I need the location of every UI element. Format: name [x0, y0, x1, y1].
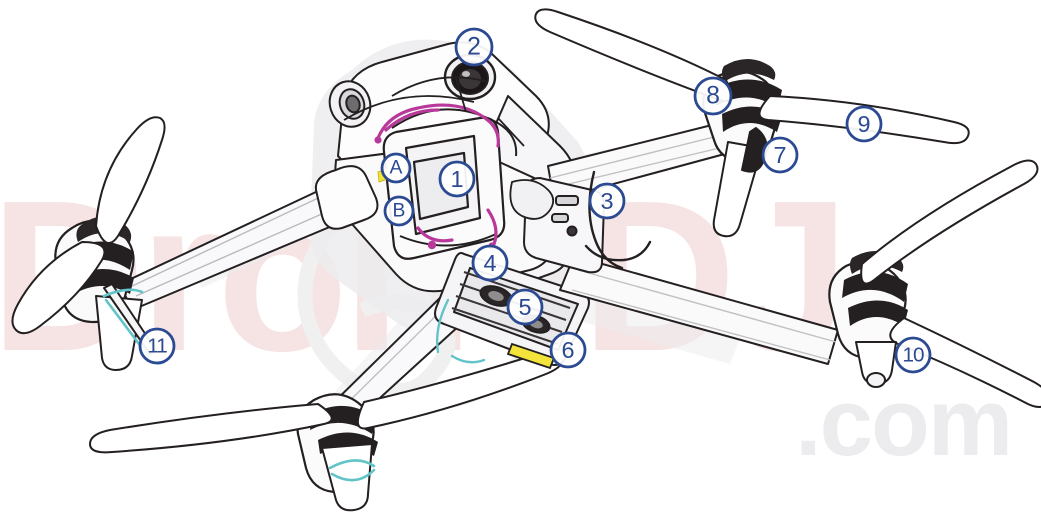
callout-9[interactable]: 9 — [845, 105, 883, 143]
callout-5-label: 5 — [518, 294, 531, 320]
callout-8[interactable]: 8 — [693, 76, 733, 116]
propeller-front-left — [11, 116, 166, 335]
rear-cable-detail — [584, 170, 652, 270]
callout-1-ring — [438, 160, 476, 198]
callout-4[interactable]: 4 — [471, 244, 509, 282]
callout-7-label: 7 — [773, 142, 786, 168]
callout-10-ring — [894, 336, 932, 374]
callout-6-label: 6 — [561, 337, 574, 363]
callout-3-ring — [588, 182, 626, 220]
auxiliary-light-strip — [506, 342, 556, 370]
forward-vision-sensor — [328, 80, 372, 128]
body-seam-lines — [343, 76, 555, 220]
callout-11[interactable]: 11 — [138, 327, 176, 365]
callout-1-label: 1 — [450, 166, 463, 192]
motor-rear-right — [828, 251, 908, 360]
landing-leg-front-right — [712, 127, 768, 238]
top-camera-lens — [443, 53, 497, 101]
watermark-domain: .com — [795, 369, 1011, 476]
callout-6-ring — [549, 331, 587, 369]
arm-rear-right — [559, 255, 839, 365]
callout-9-ring — [845, 105, 883, 143]
teal-highlight-rear-left — [328, 459, 376, 482]
callout-a-ring — [380, 152, 412, 184]
callout-marker-layer: 1 2 3 45 6 7 8 9 10 11 A B — [138, 27, 932, 374]
callout-a-label: A — [390, 158, 403, 179]
callout-9-label: 9 — [857, 111, 870, 137]
callout-4-ring — [471, 244, 509, 282]
callout-5[interactable]: 5 — [506, 288, 544, 326]
callout-10-label: 10 — [902, 344, 924, 367]
callout-6[interactable]: 6 — [549, 331, 587, 369]
teal-highlight-bay — [435, 298, 486, 364]
gimbal-ring — [391, 108, 518, 247]
callout-2-label: 2 — [467, 34, 481, 61]
landing-leg-rear-right — [855, 341, 897, 388]
callout-5-ring — [506, 288, 544, 326]
propeller-rear-left — [89, 350, 564, 454]
callout-11-label: 11 — [147, 335, 167, 358]
callout-4-label: 4 — [483, 250, 496, 276]
callout-b-ring — [383, 195, 415, 227]
callout-8-label: 8 — [706, 83, 720, 110]
propeller-rear-right — [860, 159, 1041, 408]
callout-a[interactable]: A — [380, 152, 412, 184]
callout-2-ring — [454, 27, 494, 67]
callout-b[interactable]: B — [383, 195, 415, 227]
arm-front-left — [119, 165, 379, 311]
callout-2[interactable]: 2 — [454, 27, 494, 67]
callout-3-label: 3 — [600, 188, 613, 214]
callout-7-ring — [761, 136, 799, 174]
callout-10[interactable]: 10 — [894, 336, 932, 374]
callout-7[interactable]: 7 — [761, 136, 799, 174]
gimbal-wiring-highlight — [376, 103, 500, 246]
callout-1[interactable]: 1 — [438, 160, 476, 198]
callout-8-ring — [693, 76, 733, 116]
callout-3[interactable]: 3 — [588, 182, 626, 220]
callout-11-ring — [138, 327, 176, 365]
callout-b-label: B — [393, 201, 406, 222]
